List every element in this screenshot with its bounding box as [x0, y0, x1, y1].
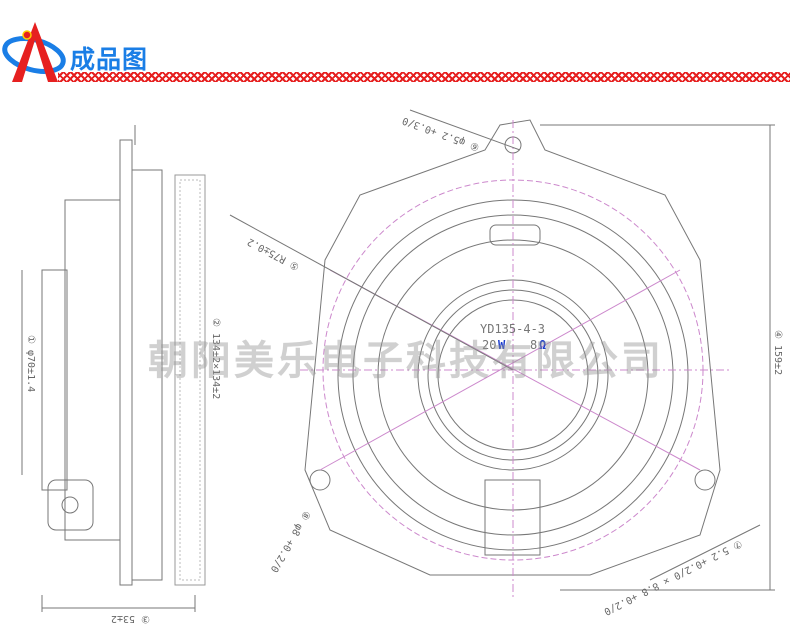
- dim-hole-8: ⑧ φ8 +0.2/0: [268, 509, 312, 574]
- model-label: YD135-4-3 20 W 8 Ω: [480, 322, 546, 352]
- model-power-unit: W: [498, 338, 506, 352]
- dim-hole-5-2: ⑥ φ5.2 +0.3/0: [401, 114, 481, 152]
- model-power: 20: [482, 338, 496, 352]
- model-impedance-unit: Ω: [539, 338, 546, 352]
- logo-icon: [2, 22, 66, 82]
- front-view: [229, 109, 775, 600]
- dim-radius-75: ⑤ R75±0.2: [246, 236, 302, 273]
- side-view: [21, 125, 206, 612]
- model-impedance: 8: [530, 338, 537, 352]
- dim-134x134: ② 134±2×134±2: [210, 318, 221, 399]
- dim-slot-5-2x8-8: ⑦ 5.2 +0.2/0 × 8.8 +0.2/0: [602, 537, 744, 616]
- model-part-number: YD135-4-3: [480, 322, 545, 336]
- header-divider: [58, 72, 790, 82]
- dim-height-159: ④ 159±2: [772, 330, 783, 375]
- dim-diameter-70: ① φ70±1.4: [25, 335, 36, 392]
- watermark: 朝阳美乐电子科技有限公司: [148, 338, 664, 384]
- page-title: 成品图: [70, 45, 149, 74]
- dim-depth-53: ③ 53±2: [111, 613, 150, 624]
